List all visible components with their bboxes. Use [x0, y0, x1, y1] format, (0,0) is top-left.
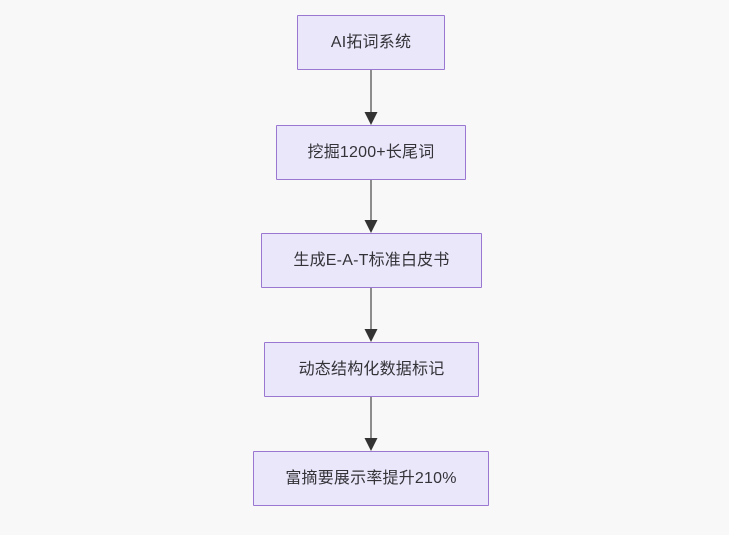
flow-node-label: 挖掘1200+长尾词	[307, 143, 435, 161]
edge-n3-n4	[364, 288, 378, 342]
edge-n4-n5	[364, 397, 378, 451]
edge-n2-n3	[364, 180, 378, 233]
flow-node-generate-eat-whitepaper[interactable]: 生成E-A-T标准白皮书	[261, 233, 482, 288]
flow-node-mine-longtail-keywords[interactable]: 挖掘1200+长尾词	[276, 125, 466, 180]
flow-node-label: 富摘要展示率提升210%	[285, 469, 457, 487]
flow-node-label: 生成E-A-T标准白皮书	[293, 251, 450, 269]
flow-node-rich-snippet-impression-uplift[interactable]: 富摘要展示率提升210%	[253, 451, 489, 506]
flow-node-ai-keyword-system[interactable]: AI拓词系统	[297, 15, 445, 70]
flow-node-label: AI拓词系统	[330, 33, 412, 51]
edge-n1-n2	[364, 70, 378, 125]
flow-node-label: 动态结构化数据标记	[298, 360, 445, 378]
flow-node-dynamic-structured-data-markup[interactable]: 动态结构化数据标记	[264, 342, 479, 397]
